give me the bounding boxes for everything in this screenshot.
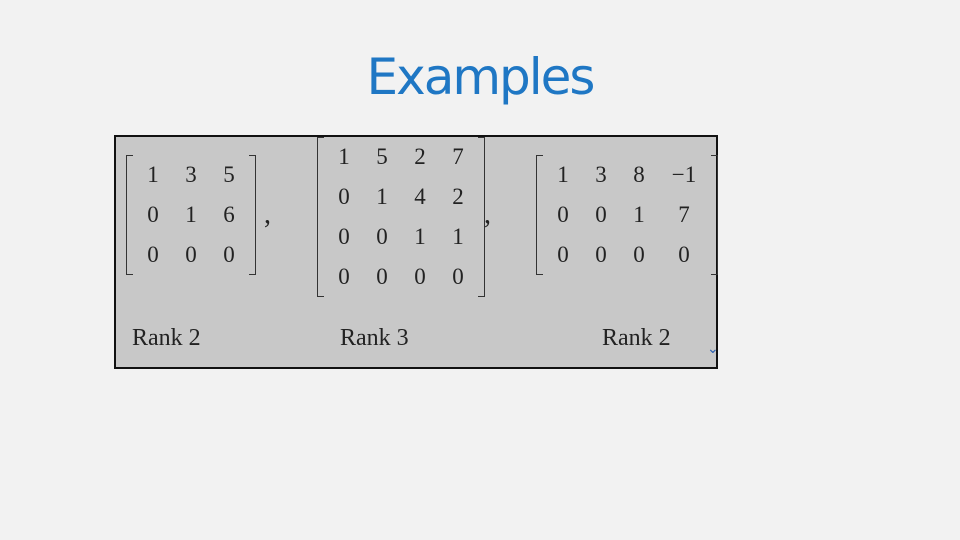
matrix-cell: −1 [671,162,697,187]
separator-comma: , [264,199,271,230]
matrix-2: 1 5 2 7 0 1 4 2 0 0 1 1 0 0 0 0 [317,137,485,297]
matrix-cell: 5 [376,144,388,169]
matrix-examples-figure: 1 3 5 0 1 6 0 0 0 , 1 5 2 7 0 1 4 2 0 0 … [114,135,719,369]
rank-label-1: Rank 2 [132,325,201,351]
matrix-cell: 0 [678,242,690,267]
matrix-cell: 4 [414,184,426,209]
matrix-cell: 0 [414,264,426,289]
matrix-cell: 2 [414,144,426,169]
matrix-cell: 0 [338,264,350,289]
chevron-down-icon: ⌄ [707,341,719,357]
matrix-cell: 1 [185,202,197,227]
slide-title: Examples [366,48,596,106]
matrix-cell: 7 [678,202,690,227]
matrix-cell: 3 [185,162,197,187]
matrix-cell: 2 [452,184,464,209]
matrix-cell: 0 [223,242,235,267]
matrix-cell: 0 [376,224,388,249]
matrix-cell: 6 [223,202,235,227]
matrix-cell: 1 [376,184,388,209]
matrix-cell: 8 [633,162,645,187]
matrix-1: 1 3 5 0 1 6 0 0 0 [126,155,256,275]
matrix-cell: 0 [185,242,197,267]
matrix-cell: 0 [557,202,569,227]
matrix-cell: 0 [376,264,388,289]
matrix-cell: 0 [338,184,350,209]
matrix-bracket-right [249,155,256,275]
matrix-cell: 0 [452,264,464,289]
matrix-cell: 1 [147,162,159,187]
matrix-bracket-left [126,155,133,275]
matrix-cell: 0 [147,202,159,227]
matrix-cell: 7 [452,144,464,169]
matrix-cell: 3 [595,162,607,187]
matrix-3: 1 3 8 −1 0 0 1 7 0 0 0 0 [536,155,718,275]
matrix-cell: 1 [557,162,569,187]
matrix-cell: 1 [633,202,645,227]
matrix-cell: 0 [595,202,607,227]
matrix-bracket-left [536,155,543,275]
matrix-bracket-right [478,137,485,297]
separator-comma: , [484,199,491,230]
rank-label-3: Rank 2 [602,325,671,351]
matrix-cell: 0 [147,242,159,267]
matrix-cell: 1 [414,224,426,249]
matrix-cell: 0 [595,242,607,267]
matrix-bracket-right [711,155,718,275]
matrix-cell: 0 [557,242,569,267]
matrix-bracket-left [317,137,324,297]
matrix-cell: 1 [452,224,464,249]
matrix-cell: 5 [223,162,235,187]
matrix-cell: 0 [633,242,645,267]
rank-label-2: Rank 3 [340,325,409,351]
matrix-cell: 0 [338,224,350,249]
matrix-cell: 1 [338,144,350,169]
